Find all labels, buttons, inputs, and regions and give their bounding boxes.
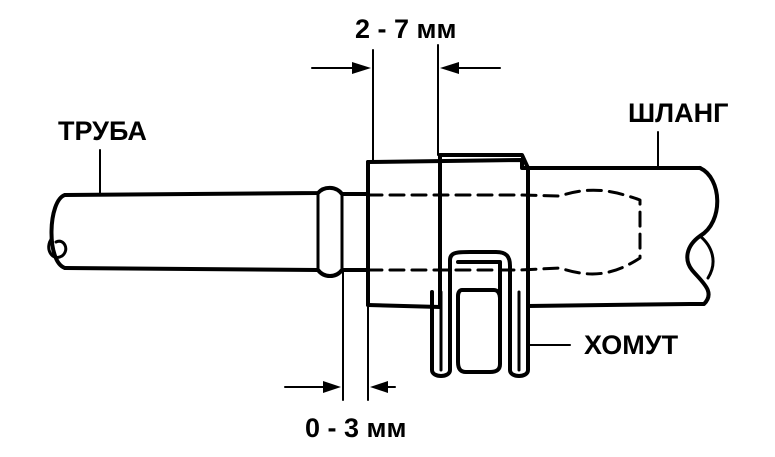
- clamp-inner-loop: [456, 260, 502, 302]
- clamp-ear-left: [430, 250, 530, 378]
- clamp-label: ХОМУТ: [584, 330, 679, 360]
- dimension-bottom: [284, 271, 396, 401]
- tube-label: ТРУБА: [58, 116, 147, 146]
- arrowhead: [352, 62, 371, 74]
- tube-end: [49, 193, 67, 270]
- hidden-tube: [366, 188, 642, 276]
- hose-break-inner: [698, 234, 715, 280]
- tube-outline: [63, 185, 370, 278]
- tube: [47, 185, 370, 278]
- hose-outline: [366, 158, 702, 309]
- arrowhead: [370, 381, 388, 393]
- tube-end-curl: [47, 236, 68, 259]
- hose-label: ШЛАНГ: [628, 98, 728, 128]
- clamp: [430, 153, 530, 378]
- arrowhead: [440, 62, 459, 74]
- clamp-screw-block: [456, 288, 502, 374]
- gap-top-label: 2 - 7 мм: [355, 14, 456, 44]
- gap-bottom-label: 0 - 3 мм: [305, 413, 406, 443]
- arrowhead: [323, 381, 341, 393]
- hose: [366, 158, 720, 309]
- clamp-band: [438, 153, 530, 309]
- dimension-top: [311, 44, 501, 161]
- hose-break: [685, 166, 720, 306]
